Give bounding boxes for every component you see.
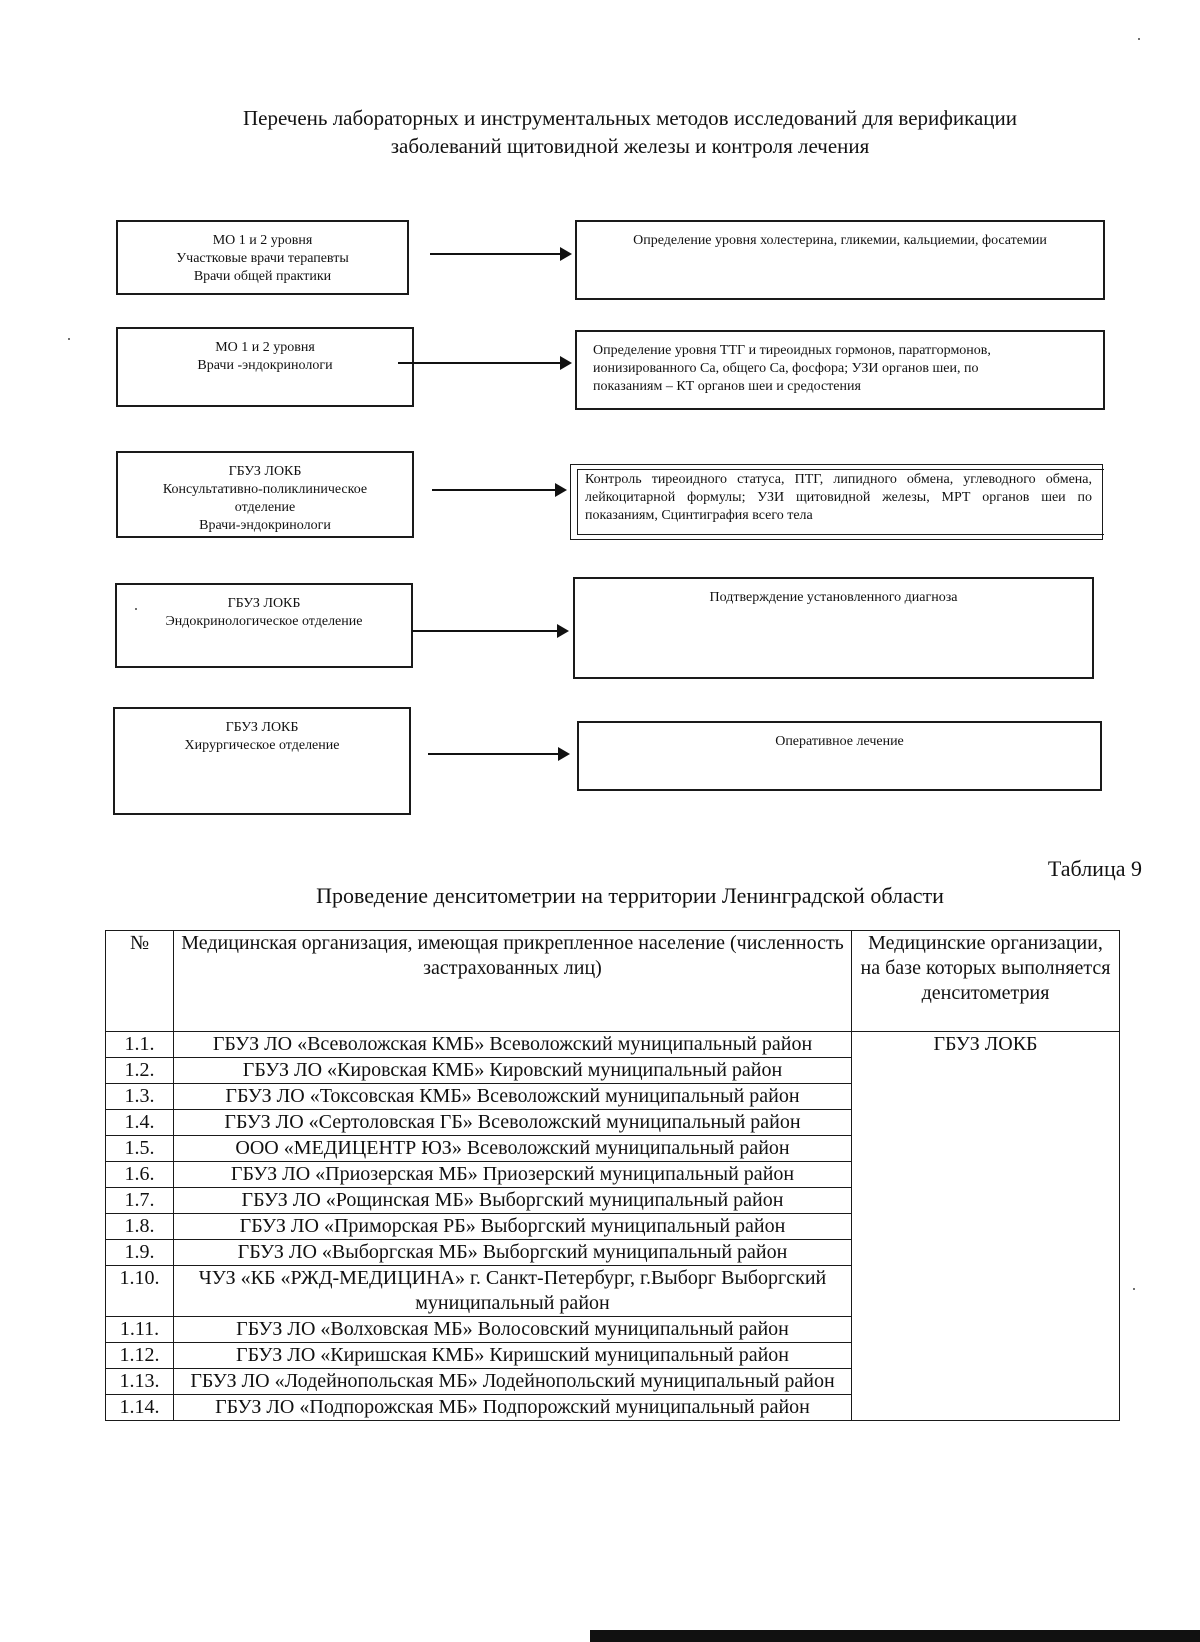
flow-target-box-5: Оперативное лечение <box>577 721 1102 791</box>
scan-edge-bar <box>590 1630 1200 1642</box>
row-number: 1.2. <box>105 1057 174 1084</box>
row-organization: ГБУЗ ЛО «Киришская КМБ» Киришский муници… <box>173 1342 852 1369</box>
row-organization: ГБУЗ ЛО «Сертоловская ГБ» Всеволожский м… <box>173 1109 852 1136</box>
flow-arrow-3 <box>432 483 567 497</box>
flow-source-2-line-1: МО 1 и 2 уровня <box>215 340 315 355</box>
table-title: Проведение денситометрии на территории Л… <box>316 883 944 908</box>
flow-target-box-2: Определение уровня ТТГ и тиреоидных горм… <box>575 330 1105 410</box>
header-densitometry-org: Медицинские организации, на базе которых… <box>851 930 1120 1032</box>
flow-target-box-3: Контроль тиреоидного статуса, ПТГ, липид… <box>570 464 1104 540</box>
row-number: 1.3. <box>105 1083 174 1110</box>
header-organization: Медицинская организация, имеющая прикреп… <box>173 930 852 1032</box>
row-number: 1.10. <box>105 1265 174 1317</box>
row-number: 1.13. <box>105 1368 174 1395</box>
row-number: 1.6. <box>105 1161 174 1188</box>
flow-target-2-line-2: ионизированного Са, общего Са, фосфора; … <box>593 361 979 376</box>
row-organization: ГБУЗ ЛО «Лодейнопольская МБ» Лодейнополь… <box>173 1368 852 1395</box>
flow-arrow-1 <box>430 247 572 261</box>
row-organization: ГБУЗ ЛО «Приморская РБ» Выборгский муниц… <box>173 1213 852 1240</box>
table-row: 1.3. ГБУЗ ЛО «Токсовская КМБ» Всеволожск… <box>105 1083 1120 1110</box>
table-row: 1.13. ГБУЗ ЛО «Лодейнопольская МБ» Лодей… <box>105 1368 1120 1395</box>
flow-source-5-line-1: ГБУЗ ЛОКБ <box>225 720 299 735</box>
table-row: 1.5. ООО «МЕДИЦЕНТР ЮЗ» Всеволожский мун… <box>105 1135 1120 1162</box>
row-organization: ГБУЗ ЛО «Всеволожская КМБ» Всеволожский … <box>173 1031 852 1058</box>
row-organization: ГБУЗ ЛО «Приозерская МБ» Приозерский мун… <box>173 1161 852 1188</box>
flow-target-4-text: Подтверждение установленного диагноза <box>709 590 958 605</box>
heading-line-1: Перечень лабораторных и инструментальных… <box>242 106 1018 130</box>
row-number: 1.1. <box>105 1031 174 1058</box>
table-row: 1.8. ГБУЗ ЛО «Приморская РБ» Выборгский … <box>105 1213 1120 1240</box>
flow-source-2-line-2: Врачи -эндокринологи <box>197 358 333 373</box>
row-number: 1.9. <box>105 1239 174 1266</box>
table-row: 1.6. ГБУЗ ЛО «Приозерская МБ» Приозерски… <box>105 1161 1120 1188</box>
flow-source-4-line-2: Эндокринологическое отделение <box>165 614 363 629</box>
scan-speck <box>1138 38 1140 40</box>
flow-source-3-line-2: Консультативно-поликлиническое <box>162 482 368 497</box>
flow-source-3-line-1: ГБУЗ ЛОКБ <box>228 464 302 479</box>
row-organization: ГБУЗ ЛО «Рощинская МБ» Выборгский муници… <box>173 1187 852 1214</box>
table-row: 1.9. ГБУЗ ЛО «Выборгская МБ» Выборгский … <box>105 1239 1120 1266</box>
densitometry-table: № Медицинская организация, имеющая прикр… <box>105 930 1120 1421</box>
flow-source-box-1: МО 1 и 2 уровня Участковые врачи терапев… <box>116 220 409 295</box>
table-row: 1.1. ГБУЗ ЛО «Всеволожская КМБ» Всеволож… <box>105 1031 1120 1421</box>
row-number: 1.7. <box>105 1187 174 1214</box>
heading-line-2: заболеваний щитовидной железы и контроля… <box>390 134 870 158</box>
flow-source-1-line-3: Врачи общей практики <box>193 269 332 284</box>
scan-speck <box>1133 1288 1135 1290</box>
flow-source-box-5: ГБУЗ ЛОКБ Хирургическое отделение <box>113 707 411 815</box>
scan-speck <box>68 338 70 340</box>
table-row: 1.14. ГБУЗ ЛО «Подпорожская МБ» Подпорож… <box>105 1394 1120 1421</box>
row-organization: ГБУЗ ЛО «Токсовская КМБ» Всеволожский му… <box>173 1083 852 1110</box>
flow-source-3-line-4: Врачи-эндокринологи <box>199 518 331 533</box>
row-number: 1.4. <box>105 1109 174 1136</box>
flow-source-4-line-1: ГБУЗ ЛОКБ <box>227 596 301 611</box>
flow-target-1-text: Определение уровня холестерина, гликемии… <box>633 233 1047 248</box>
scan-speck <box>135 608 137 610</box>
table-row: 1.4. ГБУЗ ЛО «Сертоловская ГБ» Всеволожс… <box>105 1109 1120 1136</box>
row-organization: ГБУЗ ЛО «Волховская МБ» Волосовский муни… <box>173 1316 852 1343</box>
table-header-row: № Медицинская организация, имеющая прикр… <box>105 930 1120 1032</box>
row-organization: ЧУЗ «КБ «РЖД-МЕДИЦИНА» г. Санкт-Петербур… <box>173 1265 852 1317</box>
flow-arrow-5 <box>428 747 570 761</box>
flow-source-3-line-3: отделение <box>234 500 296 515</box>
table-caption: Таблица 9 <box>1047 856 1142 881</box>
flow-source-box-2: МО 1 и 2 уровня Врачи -эндокринологи <box>116 327 414 407</box>
row-organization: ГБУЗ ЛО «Выборгская МБ» Выборгский муниц… <box>173 1239 852 1266</box>
table-row: 1.2. ГБУЗ ЛО «Кировская КМБ» Кировский м… <box>105 1057 1120 1084</box>
table-row: 1.12. ГБУЗ ЛО «Киришская КМБ» Киришский … <box>105 1342 1120 1369</box>
row-organization: ГБУЗ ЛО «Кировская КМБ» Кировский муници… <box>173 1057 852 1084</box>
row-number: 1.11. <box>105 1316 174 1343</box>
row-organization: ГБУЗ ЛО «Подпорожская МБ» Подпорожский м… <box>173 1394 852 1421</box>
row-number: 1.14. <box>105 1394 174 1421</box>
flow-target-box-4: Подтверждение установленного диагноза <box>573 577 1094 679</box>
header-number: № <box>105 930 174 1032</box>
flow-target-2-line-1: Определение уровня ТТГ и тиреоидных горм… <box>593 343 991 358</box>
table-row: 1.7. ГБУЗ ЛО «Рощинская МБ» Выборгский м… <box>105 1187 1120 1214</box>
flow-target-5-text: Оперативное лечение <box>775 734 904 749</box>
flow-arrow-2 <box>398 356 572 370</box>
document-heading: Перечень лабораторных и инструментальных… <box>150 104 1110 160</box>
flow-target-box-1: Определение уровня холестерина, гликемии… <box>575 220 1105 300</box>
table-row: 1.11. ГБУЗ ЛО «Волховская МБ» Волосовски… <box>105 1316 1120 1343</box>
row-number: 1.8. <box>105 1213 174 1240</box>
row-organization: ООО «МЕДИЦЕНТР ЮЗ» Всеволожский муниципа… <box>173 1135 852 1162</box>
flow-target-3-text: Контроль тиреоидного статуса, ПТГ, липид… <box>585 472 1092 523</box>
row-number: 1.5. <box>105 1135 174 1162</box>
flow-target-2-line-3: показаниям – КТ органов шеи и средостени… <box>593 379 861 394</box>
flow-source-5-line-2: Хирургическое отделение <box>184 738 340 753</box>
flow-source-box-3: ГБУЗ ЛОКБ Консультативно-поликлиническое… <box>116 451 414 538</box>
flow-source-1-line-1: МО 1 и 2 уровня <box>212 233 313 248</box>
flow-source-box-4: ГБУЗ ЛОКБ Эндокринологическое отделение <box>115 583 413 668</box>
flow-arrow-4 <box>412 624 569 638</box>
densitometry-org-cell: ГБУЗ ЛОКБ <box>851 1031 1120 1421</box>
flow-source-1-line-2: Участковые врачи терапевты <box>176 251 349 266</box>
row-number: 1.12. <box>105 1342 174 1369</box>
